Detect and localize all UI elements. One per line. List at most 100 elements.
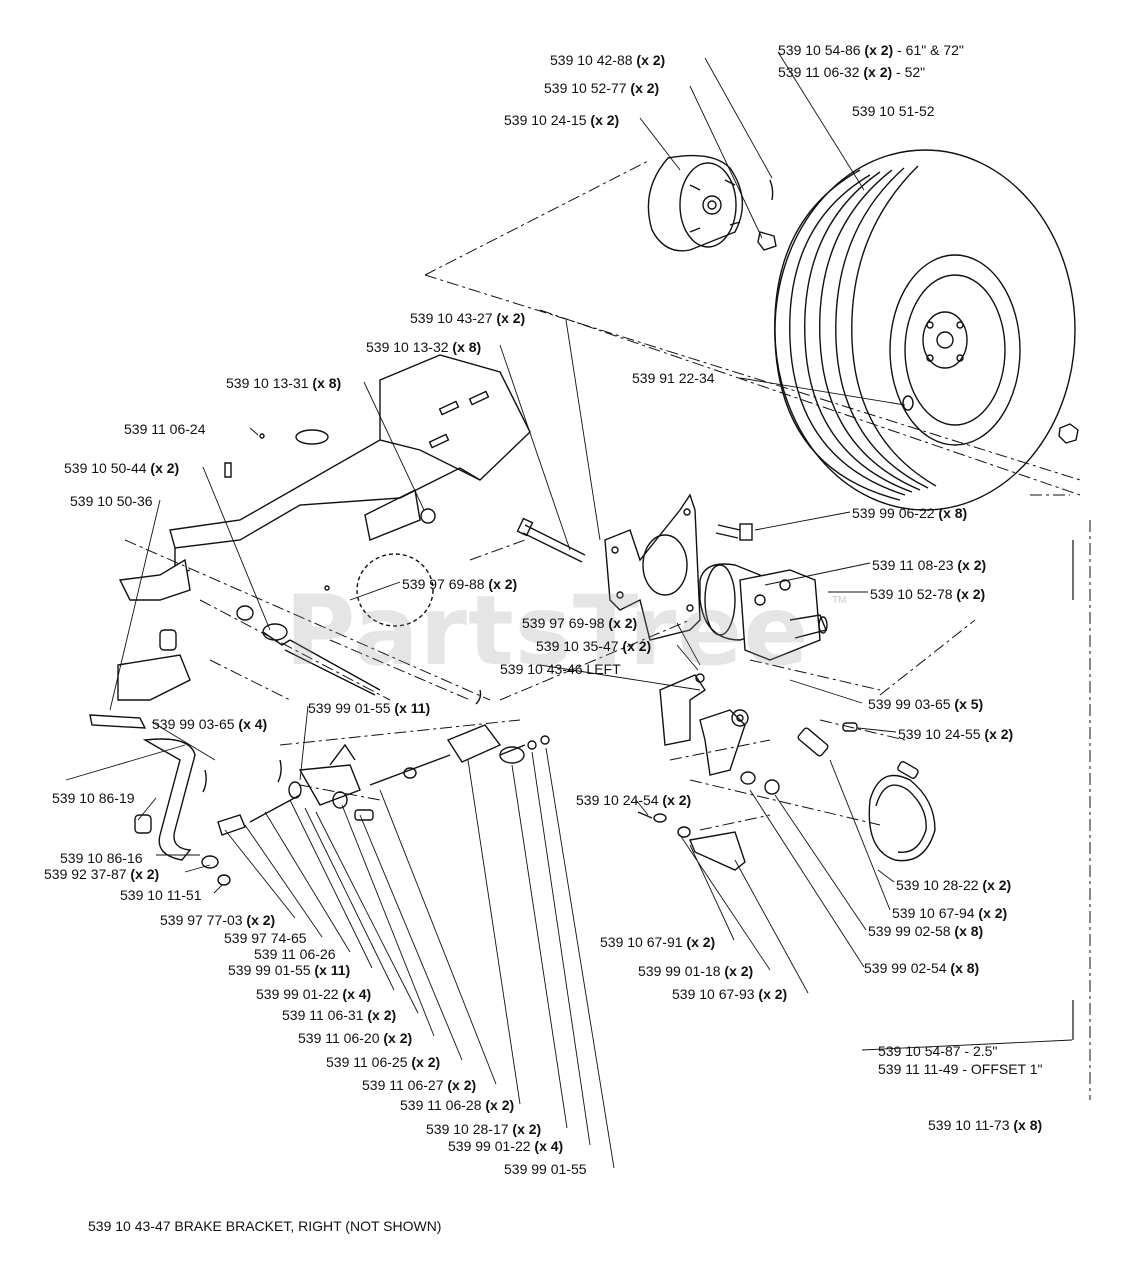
brake-bracket-drawing — [659, 673, 858, 795]
part-label: 539 11 06-24 — [124, 421, 205, 437]
part-quantity: (x 2) — [246, 912, 276, 928]
part-number: 539 99 01-18 — [638, 963, 721, 979]
part-label: 539 99 01-18 (x 2) — [638, 963, 753, 979]
part-label: 539 11 06-26 — [254, 946, 335, 962]
part-number: 539 97 69-98 — [522, 615, 605, 631]
part-quantity: (x 2) — [608, 615, 638, 631]
part-number: 539 11 06-28 — [400, 1097, 482, 1113]
part-number: 539 11 06-24 — [124, 421, 206, 437]
part-suffix: - 61" & 72" — [893, 42, 964, 58]
part-number: 539 99 01-22 — [448, 1138, 531, 1154]
part-quantity: (x 2) — [758, 986, 788, 1002]
part-number: 539 11 11-49 - OFFSET 1" — [878, 1061, 1043, 1077]
part-number: 539 11 08-23 — [872, 557, 954, 573]
part-number: 539 11 06-31 — [282, 1007, 364, 1023]
part-quantity: (x 2) — [150, 460, 180, 476]
part-label: 539 99 01-55 (x 11) — [308, 700, 430, 716]
part-quantity: (x 2) — [956, 586, 986, 602]
part-number: 539 10 67-93 — [672, 986, 755, 1002]
frame-drawing — [169, 354, 531, 576]
watermark-trademark: TM — [832, 595, 847, 606]
part-label: 539 10 28-22 (x 2) — [896, 877, 1011, 893]
part-label: 539 10 50-36 — [70, 493, 153, 509]
part-quantity: (x 2) — [130, 866, 160, 882]
part-label: 539 11 11-49 - OFFSET 1" — [878, 1061, 1043, 1077]
brake-pedal-drawing — [134, 738, 282, 886]
part-label: 539 10 35-47 (x 2) — [536, 638, 651, 654]
part-number: 539 99 03-65 — [152, 716, 235, 732]
part-label: 539 10 28-17 (x 2) — [426, 1121, 541, 1137]
part-label: 539 10 43-46 LEFT — [500, 661, 621, 677]
part-number: 539 10 43-27 — [410, 310, 493, 326]
part-number: 539 10 54-87 - 2.5" — [878, 1043, 998, 1059]
part-quantity: (x 4) — [238, 716, 268, 732]
part-label: 539 10 24-54 (x 2) — [576, 792, 691, 808]
part-quantity: (x 8) — [1013, 1117, 1043, 1133]
part-label: 539 10 67-93 (x 2) — [672, 986, 787, 1002]
part-label: 539 99 01-22 (x 4) — [256, 986, 371, 1002]
part-quantity: (x 8) — [950, 960, 980, 976]
part-quantity: (x 2) — [367, 1007, 397, 1023]
part-number: 539 10 43-46 LEFT — [500, 661, 621, 677]
part-number: 539 10 11-51 — [120, 887, 202, 903]
part-number: 539 97 74-65 — [224, 930, 307, 946]
part-number: 539 10 51-52 — [852, 103, 935, 119]
part-label: 539 99 01-55 (x 11) — [228, 962, 350, 978]
part-quantity: (x 2) — [864, 42, 894, 58]
part-label: 539 11 06-32 (x 2) - 52" — [778, 64, 925, 80]
part-label: 539 99 03-65 (x 4) — [152, 716, 267, 732]
part-number: 539 11 06-20 — [298, 1030, 380, 1046]
part-quantity: (x 2) — [590, 112, 620, 128]
part-number: 539 10 52-78 — [870, 586, 953, 602]
part-quantity: (x 8) — [312, 375, 342, 391]
part-label: 539 10 11-73 (x 8) — [928, 1117, 1042, 1133]
part-number: 539 91 22-34 — [632, 370, 715, 386]
part-label: 539 10 52-78 (x 2) — [870, 586, 985, 602]
part-label: 539 99 03-65 (x 5) — [868, 696, 983, 712]
part-quantity: (x 8) — [954, 923, 984, 939]
part-quantity: (x 2) — [686, 934, 716, 950]
part-label: 539 10 54-87 - 2.5" — [878, 1043, 997, 1059]
part-label: 539 10 67-94 (x 2) — [892, 905, 1007, 921]
part-number: 539 10 67-91 — [600, 934, 683, 950]
part-number: 539 11 06-27 — [362, 1077, 444, 1093]
part-quantity: (x 2) — [447, 1077, 477, 1093]
part-number: 539 10 50-44 — [64, 460, 147, 476]
part-number: 539 99 03-65 — [868, 696, 951, 712]
part-suffix: - 52" — [892, 64, 926, 80]
part-number: 539 10 35-47 — [536, 638, 619, 654]
part-label: 539 99 06-22 (x 8) — [852, 505, 967, 521]
part-number: 539 99 01-55 — [504, 1161, 587, 1177]
part-quantity: (x 8) — [452, 339, 482, 355]
part-number: 539 10 86-19 — [52, 790, 135, 806]
tire-drawing — [774, 149, 1076, 511]
part-number: 539 10 52-77 — [544, 80, 627, 96]
part-label: 539 99 01-22 (x 4) — [448, 1138, 563, 1154]
part-label: 539 10 42-88 (x 2) — [550, 52, 665, 68]
part-quantity: (x 2) — [630, 80, 660, 96]
part-number: 539 10 13-31 — [226, 375, 309, 391]
part-quantity: (x 4) — [342, 986, 372, 1002]
part-label: 539 10 52-77 (x 2) — [544, 80, 659, 96]
part-quantity: (x 2) — [496, 310, 526, 326]
part-label: 539 99 02-54 (x 8) — [864, 960, 979, 976]
part-number: 539 10 50-36 — [70, 493, 153, 509]
part-label: 539 10 50-44 (x 2) — [64, 460, 179, 476]
part-label: 539 11 08-23 (x 2) — [872, 557, 986, 573]
part-number: 539 10 86-16 — [60, 850, 143, 866]
part-number: 539 11 06-26 — [254, 946, 336, 962]
brake-band-drawing — [868, 761, 936, 862]
part-number: 539 10 54-86 — [778, 42, 861, 58]
part-quantity: (x 2) — [488, 576, 518, 592]
part-number: 539 10 28-22 — [896, 877, 979, 893]
part-number: 539 10 24-55 — [898, 726, 981, 742]
part-quantity: (x 2) — [863, 64, 893, 80]
part-label: 539 97 69-88 (x 2) — [402, 576, 517, 592]
part-quantity: (x 11) — [394, 700, 431, 716]
part-number: 539 99 01-55 — [228, 962, 311, 978]
part-label: 539 10 11-51 — [120, 887, 201, 903]
part-quantity: (x 2) — [383, 1030, 413, 1046]
part-quantity: (x 2) — [411, 1054, 441, 1070]
part-label: 539 10 13-31 (x 8) — [226, 375, 341, 391]
part-number: 539 10 42-88 — [550, 52, 633, 68]
